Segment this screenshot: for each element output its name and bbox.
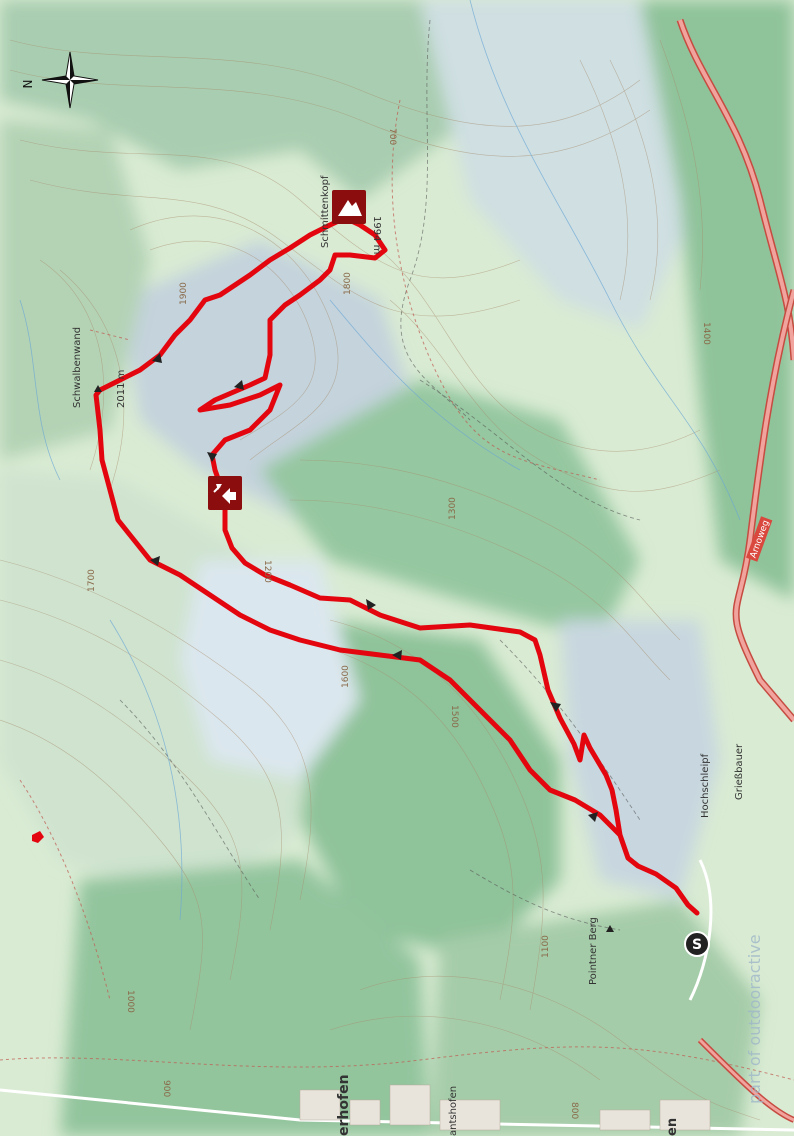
contour-label: 1400 <box>701 322 711 345</box>
hiking-route <box>93 215 700 916</box>
direction-arrow-icon <box>152 353 162 363</box>
place-griessbauer: Grießbauer <box>734 743 745 800</box>
peak-name-schwalbenwand: Schwalbenwand <box>72 327 83 408</box>
contour-label: 1300 <box>448 497 458 520</box>
place-erhofen: erhofen <box>336 1074 352 1136</box>
peak-elevation-schmittenkopf: 1994 m <box>371 216 382 254</box>
contour-label: 1700 <box>87 569 97 592</box>
poi-marker-icon <box>32 831 44 843</box>
contour-label: 1100 <box>541 935 551 958</box>
direction-arrow-icon <box>392 650 402 660</box>
contour-label: 900 <box>161 1080 171 1097</box>
viewpoint-icon[interactable] <box>208 476 242 510</box>
start-label: S <box>692 937 702 953</box>
peak-elevation-schwalbenwand: 2011 m <box>116 370 127 408</box>
buildings <box>299 1084 711 1131</box>
place-hochschleipf: Hochschleipf <box>700 753 711 818</box>
contour-label: 1900 <box>179 282 189 305</box>
north-label: N <box>21 80 35 89</box>
direction-arrow-icon <box>150 556 160 566</box>
peak-triangle-icon <box>94 385 102 392</box>
trails <box>119 19 641 931</box>
direction-arrow-icon <box>588 812 598 822</box>
contour-label: 1600 <box>341 665 351 688</box>
summit-icon[interactable] <box>332 190 366 224</box>
peak-name-pointner-berg: Pointner Berg <box>588 917 599 985</box>
start-icon[interactable]: S <box>684 931 710 957</box>
contour-label: 1500 <box>449 705 459 728</box>
boundary-lines <box>0 99 794 1081</box>
map-labels: Schmittenkopf 1994 m Schwalbenwand 2011 … <box>72 175 773 1136</box>
contour-label: 1800 <box>343 272 353 295</box>
direction-arrow-icon <box>550 702 561 712</box>
peak-name-schmittenkopf: Schmittenkopf <box>320 175 331 248</box>
place-antshofen: antshofen <box>448 1086 459 1136</box>
route-line <box>93 215 700 916</box>
peak-triangle-icon <box>606 925 614 932</box>
watermark: part of outdooractive <box>745 934 764 1104</box>
contour-label: 1200 <box>262 560 272 583</box>
place-en: en <box>665 1118 680 1136</box>
contour-label: 800 <box>569 1102 579 1119</box>
direction-arrow-icon <box>234 380 244 390</box>
direction-arrow-icon <box>366 599 376 610</box>
direction-arrow-icon <box>207 452 217 462</box>
route-arrows <box>150 353 598 822</box>
contour-labels: 1700 1600 1800 1900 1500 1400 1300 1200 … <box>87 128 711 1119</box>
contour-label: 1000 <box>125 990 135 1013</box>
contour-label: 700 <box>387 128 397 145</box>
streams <box>19 0 741 921</box>
compass-rose-icon: N <box>21 51 99 109</box>
